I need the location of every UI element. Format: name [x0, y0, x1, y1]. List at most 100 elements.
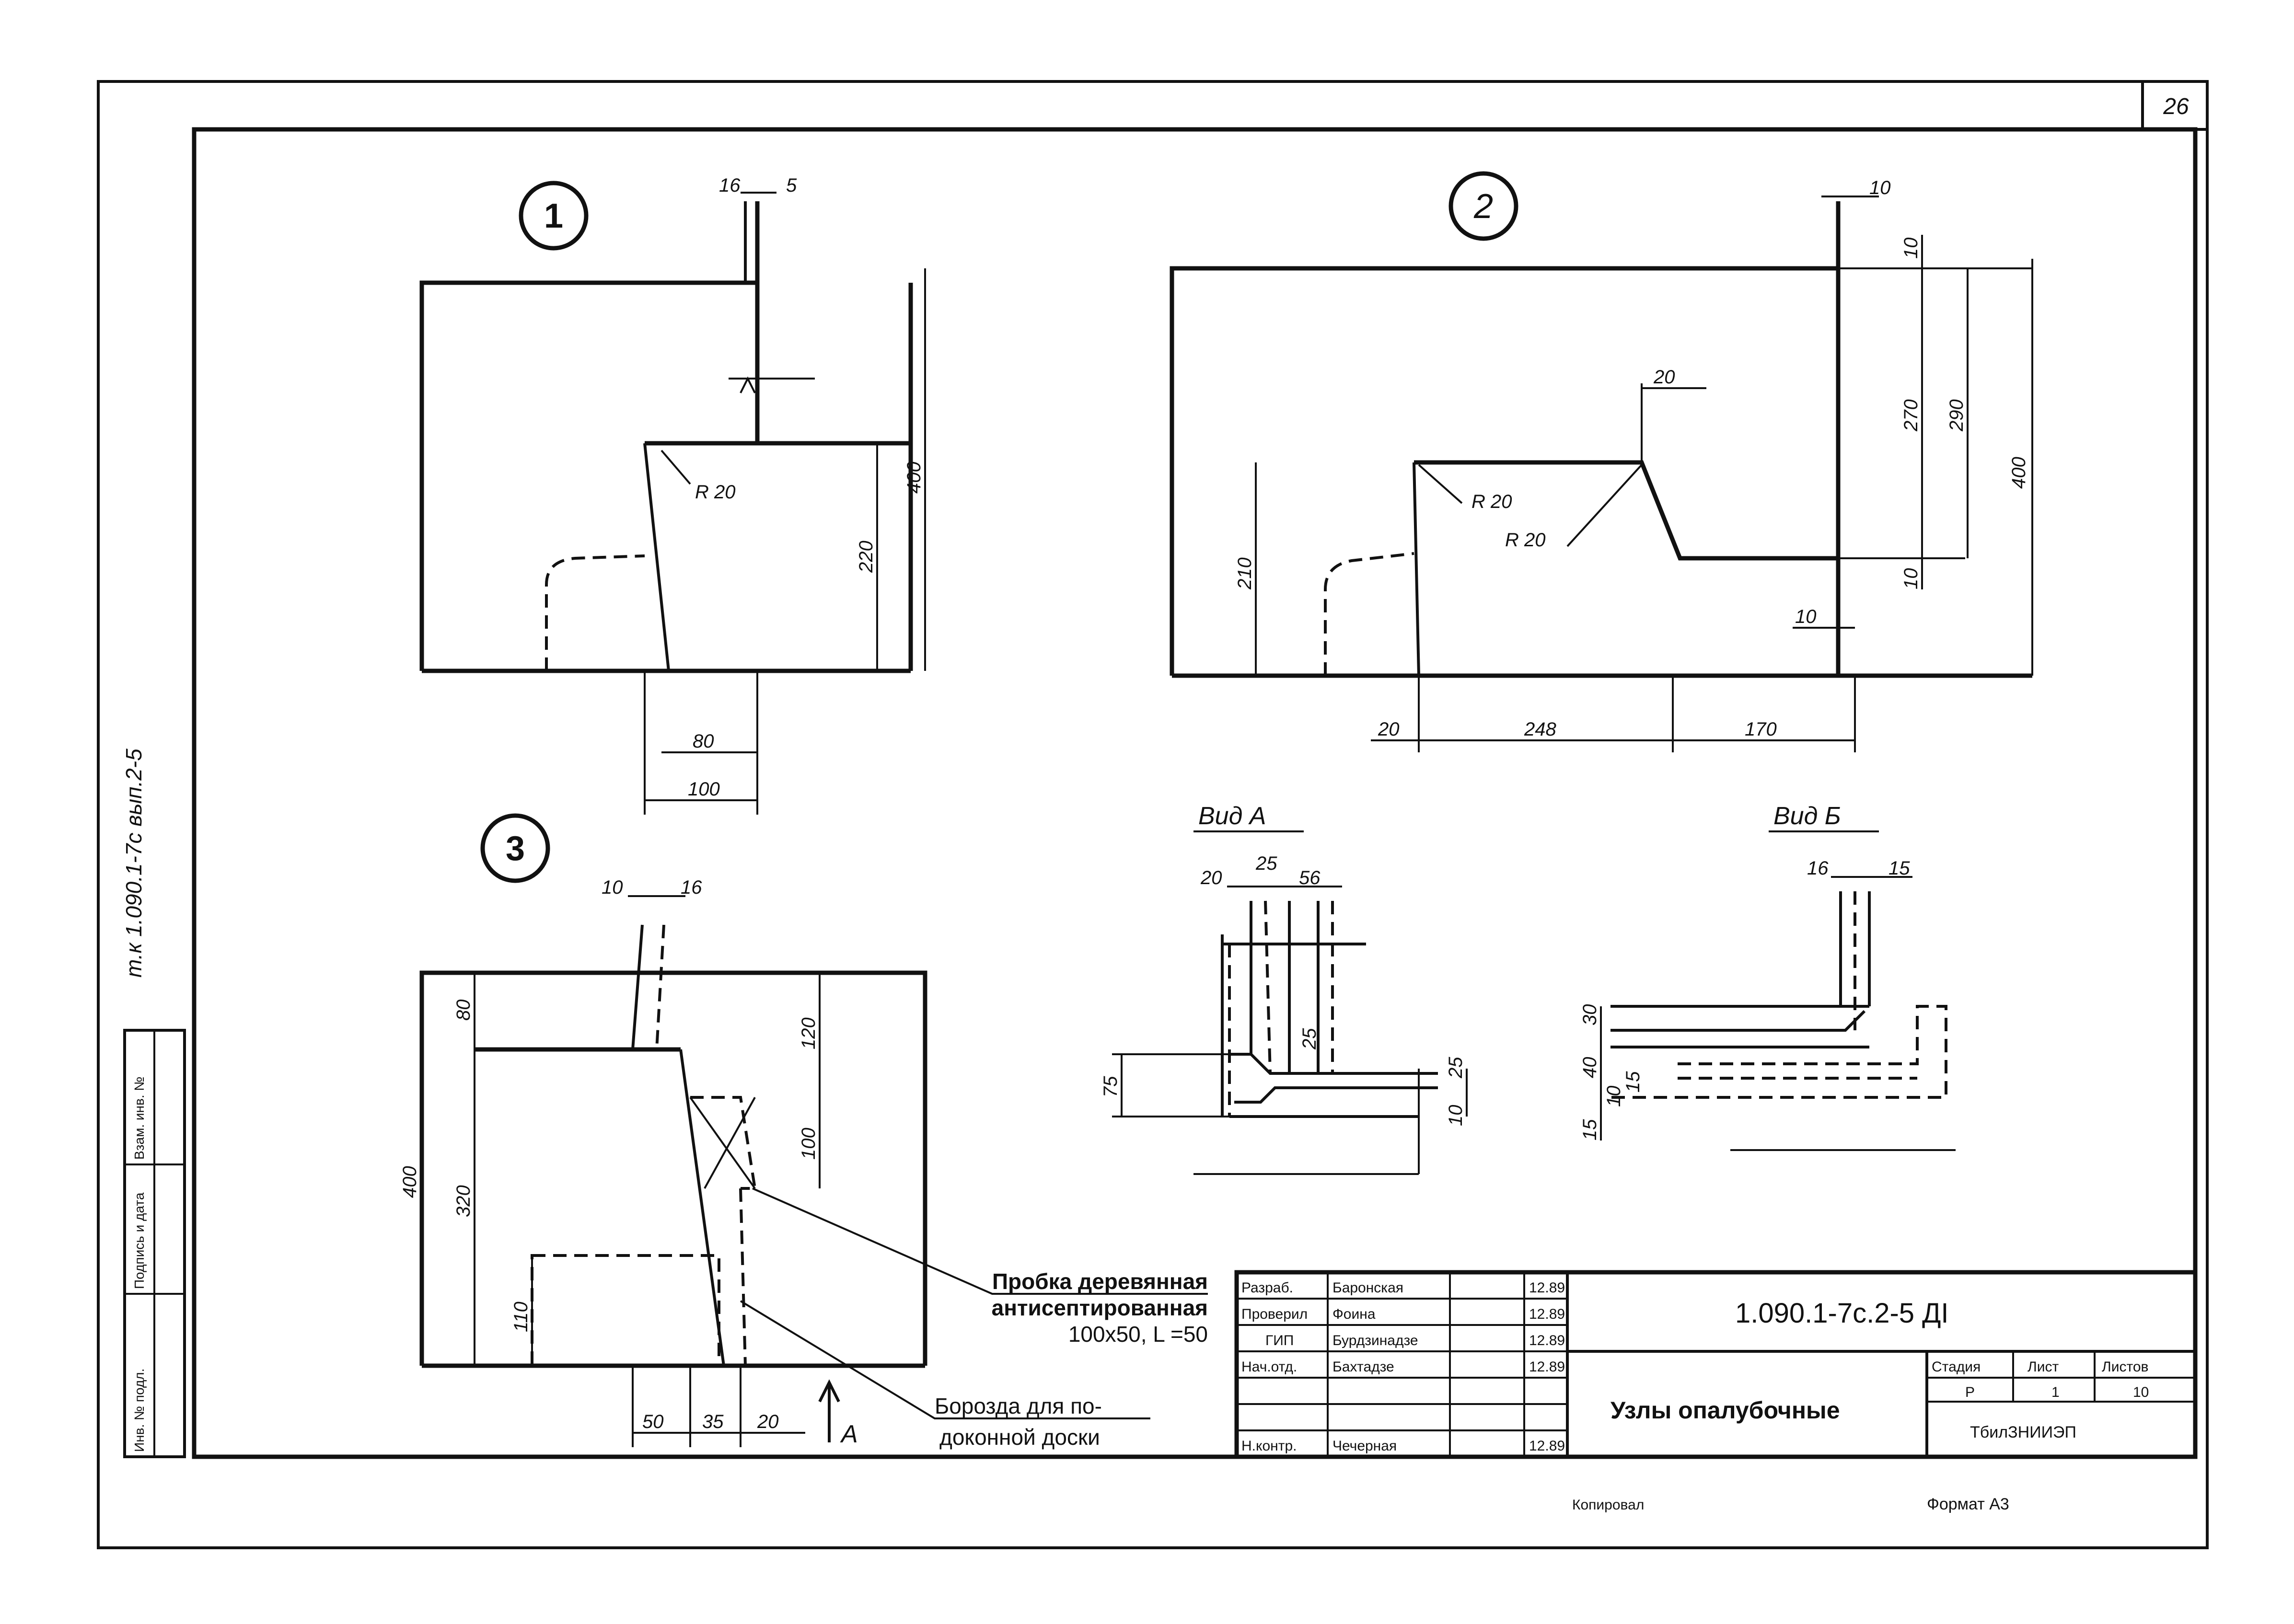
- vb-dim-10: 10: [1603, 1086, 1624, 1107]
- tb-sheets-total: 10: [2133, 1384, 2149, 1400]
- note-cork-2: антисептированная: [992, 1295, 1208, 1320]
- note-groove-1: Борозда для по-: [935, 1394, 1102, 1418]
- d2-dim-10-top: 10: [1869, 177, 1891, 198]
- view-a: Вид А 20 25 56 75 25 25 10: [1100, 802, 1468, 1175]
- tb-name-6: Чечерная: [1332, 1438, 1397, 1454]
- d3-dim-320: 320: [453, 1185, 474, 1217]
- d3-dim-16: 16: [681, 877, 702, 898]
- callout-3-circle: [480, 813, 550, 883]
- va-dim-10: 10: [1445, 1105, 1466, 1127]
- d1-radius: R 20: [695, 482, 736, 503]
- left-strip: Инв. № подл. Подпись и дата Взам. инв. №…: [121, 749, 186, 1458]
- callout-1-label: 1: [544, 197, 563, 235]
- tb-sheet-no: 1: [2051, 1384, 2060, 1400]
- d3-dim-35: 35: [702, 1411, 724, 1432]
- tb-name-0: Баронская: [1332, 1280, 1403, 1296]
- d1-dim-100: 100: [688, 779, 720, 800]
- title-block: Разраб. Баронская 12.89 Проверил Фоина 1…: [1234, 1270, 2198, 1459]
- d1-dim-220: 220: [856, 541, 877, 573]
- copied-by: Копировал: [1572, 1497, 1644, 1513]
- detail-1: 1 R 20 16 5 220 400 80 100: [419, 175, 926, 815]
- d3-dim-80: 80: [453, 1000, 474, 1021]
- tb-org: ТбилЗНИИЭП: [1970, 1423, 2076, 1441]
- d2-dim-10-bot: 10: [1795, 606, 1817, 627]
- va-dim-75: 75: [1100, 1076, 1121, 1097]
- inner-frame: [192, 127, 2198, 1459]
- outer-frame: [97, 80, 2209, 1549]
- tb-name-2: Бурдзинадзе: [1332, 1333, 1418, 1348]
- va-dim-20: 20: [1200, 867, 1222, 888]
- notes: Пробка деревянная антисептированная 100х…: [740, 1187, 1208, 1450]
- tb-role-1: Проверил: [1241, 1306, 1308, 1322]
- vb-dim-30: 30: [1579, 1004, 1600, 1026]
- d3-view-arrow-a: А: [840, 1420, 858, 1448]
- d2-dim-170: 170: [1745, 719, 1777, 740]
- d2-dim-20-top: 20: [1653, 367, 1675, 388]
- d3-dim-10: 10: [602, 877, 623, 898]
- d2-dim-400: 400: [2008, 457, 2029, 489]
- d1-dim-80: 80: [693, 731, 714, 752]
- d2-dim-270: 270: [1900, 399, 1922, 432]
- callout-2-label: 2: [1473, 187, 1493, 226]
- d1-dim-5: 5: [786, 175, 797, 196]
- va-dim-25: 25: [1255, 853, 1277, 874]
- vb-dim-16: 16: [1807, 858, 1829, 879]
- d1-dim-16: 16: [719, 175, 741, 196]
- d2-dim-10-r2: 10: [1900, 568, 1922, 590]
- note-cork-1: Пробка деревянная: [992, 1269, 1208, 1294]
- side-stamp: т.к 1.090.1-7с вып.2-5: [121, 749, 146, 978]
- va-dim-25-inner: 25: [1299, 1028, 1320, 1050]
- tb-stage: Р: [1965, 1384, 1975, 1400]
- tb-role-0: Разраб.: [1241, 1280, 1293, 1296]
- d2-dim-248: 248: [1524, 719, 1556, 740]
- d3-dim-50: 50: [642, 1411, 664, 1432]
- va-dim-25-right: 25: [1445, 1057, 1466, 1079]
- note-groove-2: доконной доски: [939, 1425, 1100, 1450]
- tb-doc-code: 1.090.1-7с.2-5 ДI: [1735, 1298, 1949, 1329]
- detail-2: 2 R 20 R 20 10 10 270 10 290 400 20 210 …: [1170, 171, 2033, 752]
- callout-1-circle: [519, 181, 589, 251]
- tb-name-1: Фоина: [1332, 1306, 1376, 1322]
- note-cork-3: 100х50, L =50: [1068, 1322, 1208, 1347]
- tb-date-0: 12.89: [1529, 1280, 1565, 1296]
- d2-dim-10-r: 10: [1900, 238, 1922, 259]
- d2-dim-290: 290: [1946, 399, 1967, 432]
- vb-dim-15: 15: [1888, 858, 1910, 879]
- d1-dim-400: 400: [904, 461, 925, 494]
- tb-date-2: 12.89: [1529, 1333, 1565, 1348]
- view-b: Вид Б 16 15 30 40 10 15 15: [1579, 802, 1956, 1151]
- d3-dim-20: 20: [757, 1411, 779, 1432]
- tb-name-3: Бахтадзе: [1332, 1359, 1394, 1375]
- d3-dim-400: 400: [399, 1166, 420, 1198]
- tb-role-2: ГИП: [1265, 1333, 1294, 1348]
- tb-role-6: Н.контр.: [1241, 1438, 1297, 1454]
- d2-radius-2: R 20: [1505, 530, 1546, 551]
- tb-title: Узлы опалубочные: [1610, 1397, 1840, 1424]
- view-b-title: Вид Б: [1773, 802, 1841, 830]
- d3-dim-110: 110: [510, 1302, 532, 1332]
- tb-date-3: 12.89: [1529, 1359, 1565, 1375]
- page-number: 26: [2163, 94, 2189, 119]
- tb-role-3: Нач.отд.: [1241, 1359, 1297, 1375]
- d2-dim-210: 210: [1234, 557, 1255, 590]
- d2-dim-20-bot: 20: [1378, 719, 1400, 740]
- tb-date-1: 12.89: [1529, 1306, 1565, 1322]
- page-number-box: [2141, 80, 2209, 131]
- vb-dim-15a: 15: [1622, 1071, 1644, 1093]
- d3-dim-120: 120: [798, 1017, 819, 1049]
- strip-inv-no: Инв. № подл.: [132, 1369, 147, 1452]
- strip-signature: Подпись и дата: [132, 1192, 147, 1289]
- d2-radius-1: R 20: [1471, 491, 1512, 512]
- callout-2-circle: [1448, 171, 1518, 241]
- tb-sheet-header: Лист: [2028, 1359, 2059, 1375]
- d3-dim-100: 100: [798, 1128, 819, 1160]
- vb-dim-15b: 15: [1579, 1119, 1600, 1140]
- vb-dim-40: 40: [1579, 1057, 1600, 1079]
- detail-3: 3 10 16 80 320 400 120 100 110 50 35 20: [399, 813, 927, 1448]
- strip-replace: Взам. инв. №: [132, 1077, 147, 1160]
- tb-date-6: 12.89: [1529, 1438, 1565, 1454]
- tb-stage-header: Стадия: [1932, 1359, 1981, 1375]
- format-label: Формат А3: [1927, 1495, 2009, 1513]
- view-a-title: Вид А: [1198, 802, 1266, 830]
